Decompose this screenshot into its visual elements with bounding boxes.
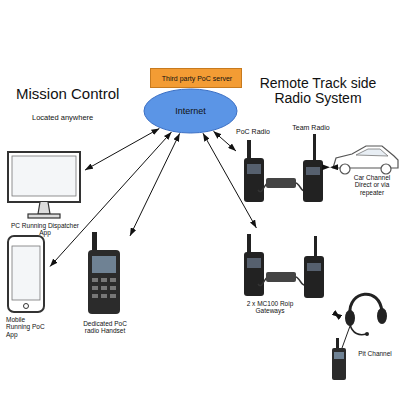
poc-radio-part <box>247 258 261 268</box>
network-link <box>334 313 340 317</box>
pc-monitor-part <box>28 214 60 218</box>
poc-radio-part <box>247 234 251 254</box>
network-link <box>85 128 159 170</box>
pit-headset-part <box>377 308 387 324</box>
node-text-box: Internet <box>143 88 238 134</box>
pc-monitor <box>8 152 80 218</box>
poc-radio-part <box>244 158 264 202</box>
mobile-phone-part <box>8 236 44 312</box>
pc-monitor-part <box>12 156 76 196</box>
pit-radio-part <box>332 348 346 380</box>
poc-handset <box>88 232 120 314</box>
section-heading: Remote Track side Radio System <box>250 76 386 107</box>
team-radio-part <box>306 167 320 175</box>
pit-headset-part <box>350 324 366 335</box>
roip-gateway-part <box>266 272 296 282</box>
node-label: Team Radio <box>288 124 334 132</box>
poc-radio <box>244 140 264 202</box>
team-radio-part <box>304 256 324 298</box>
server-box: Third party PoC server <box>150 68 242 88</box>
car-channel: Car Channel Direct or via repeater <box>330 142 398 204</box>
section-heading: Mission Control <box>16 86 146 103</box>
poc-radio-part <box>244 252 264 296</box>
poc-handset-part <box>110 294 116 298</box>
node-text-box: Car Channel Direct or via repeater <box>346 174 398 196</box>
roip-gateway <box>258 272 306 286</box>
node-label: Car Channel Direct or via repeater <box>346 174 398 196</box>
node-text-box: 2 x MC100 Roip Gateways <box>234 300 306 315</box>
node-text-box: PoC Radio <box>232 128 274 136</box>
poc-handset-part <box>101 278 107 282</box>
pit-headset-part <box>345 310 355 326</box>
network-link <box>213 131 236 151</box>
race-car-part <box>356 149 388 156</box>
poc-handset-part <box>110 286 116 290</box>
node-text-box: PC Running Dispatcher App <box>5 222 85 237</box>
pc-device: PC Running Dispatcher App <box>5 150 85 235</box>
poc-handset-part <box>92 294 98 298</box>
poc-radio-device: PoC Radio <box>236 126 270 206</box>
node-label: 2 x MC100 Roip Gateways <box>234 300 306 315</box>
poc-radio-part <box>247 140 251 160</box>
poc-handset-part <box>92 286 98 290</box>
node-label: PoC Radio <box>232 128 274 136</box>
mobile-phone-part <box>12 246 40 300</box>
poc-radio <box>244 234 264 296</box>
pc-monitor-part <box>38 202 50 214</box>
pit-headset-part <box>342 326 350 348</box>
roip-gateway <box>258 178 306 192</box>
team-radio-device: Team Radio <box>292 122 330 206</box>
team-radio <box>304 236 324 298</box>
node-label: Mobile Running PoC App <box>6 316 50 338</box>
team-radio-part <box>303 160 323 202</box>
pc-monitor-part <box>8 152 80 202</box>
mobile-phone-part <box>24 304 29 309</box>
race-car-part <box>340 164 350 174</box>
node-label: Pit Channel <box>352 350 398 357</box>
pit-channel: Pit Channel <box>340 286 398 390</box>
poc-handset-part <box>110 278 116 282</box>
team-radio-part <box>313 134 316 162</box>
network-link <box>203 133 256 228</box>
pit-radio-part <box>334 352 344 359</box>
node-label: Dedicated PoC radio Handset <box>80 320 130 335</box>
team-radio-part <box>307 263 321 271</box>
poc-handset-part <box>101 294 107 298</box>
poc-radio-part <box>247 164 261 174</box>
network-link <box>50 132 171 266</box>
poc-handset-part <box>92 256 116 273</box>
node-label: Internet <box>143 106 238 116</box>
team-radio <box>303 134 323 202</box>
pit-headset <box>342 294 387 348</box>
race-car-part <box>381 164 391 174</box>
mobile-device: Mobile Running PoC App <box>4 234 50 350</box>
mobile-phone <box>8 236 44 312</box>
pit-headset-part <box>365 332 369 336</box>
node-text-box: Third party PoC server <box>151 69 243 89</box>
handset-device: Dedicated PoC radio Handset <box>80 230 130 345</box>
section-note: Located anywhere <box>32 114 132 122</box>
poc-handset-part <box>92 278 98 282</box>
gateway-group: 2 x MC100 Roip Gateways <box>234 228 334 326</box>
pit-radio <box>332 338 346 380</box>
poc-handset-part <box>88 250 120 314</box>
network-link <box>130 133 180 236</box>
node-text-box: Pit Channel <box>352 350 398 357</box>
node-text-box: Dedicated PoC radio Handset <box>80 320 130 335</box>
node-text-box: Team Radio <box>288 124 334 132</box>
roip-gateway-part <box>266 178 296 188</box>
node-label: Third party PoC server <box>151 75 243 83</box>
race-car <box>333 146 398 174</box>
node-label: PC Running Dispatcher App <box>5 222 85 237</box>
internet-ellipse <box>144 89 237 133</box>
node-text-box: Mobile Running PoC App <box>6 316 50 338</box>
poc-handset-part <box>101 286 107 290</box>
pit-headset-part <box>350 294 382 314</box>
internet-cloud: Internet <box>143 88 238 134</box>
